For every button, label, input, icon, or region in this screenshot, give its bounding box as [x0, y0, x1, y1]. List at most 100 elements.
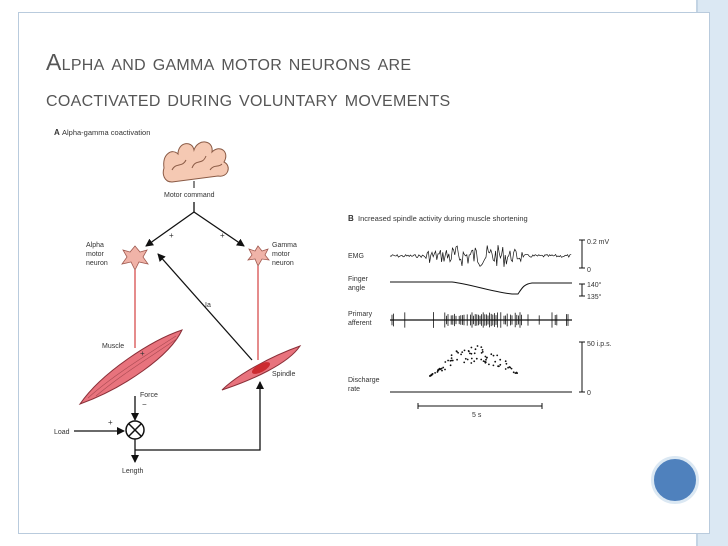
rate-dot: [484, 355, 487, 358]
emg-label: EMG: [348, 253, 364, 260]
rate-dot: [484, 360, 486, 363]
rate-dot: [504, 368, 507, 370]
rate-dot: [461, 351, 464, 353]
finger-label-line: Finger: [348, 276, 369, 283]
plus-sign: +: [108, 418, 113, 427]
rate-scale-bottom: 0: [587, 390, 591, 397]
slide-title: Alpha and gamma motor neurons are coacti…: [46, 44, 646, 116]
finger-label-line: angle: [348, 285, 365, 292]
rate-dot: [492, 354, 495, 357]
rate-dot: [441, 369, 443, 372]
rate-dot: [482, 360, 485, 362]
rate-dot: [447, 359, 449, 362]
minus-sign: −: [142, 400, 147, 409]
plus-sign: +: [169, 231, 174, 240]
primary-afferent-trace: [390, 312, 572, 328]
rate-dot: [470, 357, 473, 360]
rate-dot: [444, 368, 446, 371]
rate-dot: [512, 371, 515, 374]
slide-title-line-2: coactivated during voluntary movements: [46, 85, 451, 111]
rate-dot: [463, 361, 466, 364]
figure-drawing: A Alpha-gamma coactivation Motor command…: [52, 124, 612, 494]
rate-dot: [436, 371, 439, 373]
muscle-label: Muscle: [102, 343, 124, 350]
cortex-icon: [162, 141, 229, 183]
load-label: Load: [54, 429, 70, 436]
panel-a-heading: Alpha-gamma coactivation: [62, 128, 150, 137]
plus-sign: +: [220, 231, 225, 240]
alpha-label-line: Alpha: [86, 242, 104, 249]
rate-dot: [464, 357, 467, 360]
rate-dot: [449, 364, 452, 367]
alpha-label-line: neuron: [86, 260, 108, 267]
rate-dot: [470, 346, 473, 349]
rate-dot: [510, 367, 513, 370]
slide-title-line-1: Alpha and gamma motor neurons are: [46, 49, 412, 75]
rate-scale-top: 50 i.p.s.: [587, 341, 612, 348]
panel-b-heading: Increased spindle activity during muscle…: [358, 214, 528, 223]
rate-dot: [514, 372, 517, 374]
discharge-label-line: rate: [348, 386, 360, 393]
rate-dot: [449, 359, 452, 362]
rate-dot: [516, 372, 518, 374]
rate-dot: [481, 349, 484, 351]
rate-dot: [450, 354, 453, 357]
rate-dot: [476, 345, 479, 347]
rate-dot: [492, 364, 495, 367]
emg-scale-bottom: 0: [587, 267, 591, 274]
rate-dot: [463, 349, 466, 352]
rate-dot: [498, 365, 500, 368]
rate-dot: [499, 358, 502, 361]
rate-dot: [480, 358, 483, 361]
rate-dot: [496, 354, 499, 357]
decorative-circle: [651, 456, 699, 504]
rate-dot: [474, 348, 477, 351]
spindle-core: [251, 362, 271, 374]
rate-dot: [505, 362, 508, 365]
rate-dot: [488, 363, 490, 366]
force-label: Force: [140, 392, 158, 399]
panel-a: A Alpha-gamma coactivation Motor command…: [52, 124, 310, 494]
figure-image: A Alpha-gamma coactivation Motor command…: [52, 124, 618, 494]
plus-sign: +: [140, 349, 145, 358]
rate-dot: [469, 352, 471, 355]
primary-label-line: Primary: [348, 311, 373, 318]
rate-dot: [470, 352, 473, 355]
panel-b-letter: B: [348, 214, 354, 223]
rate-dot: [486, 356, 488, 359]
rate-dot: [466, 358, 469, 361]
length-feedback-arrow: [135, 381, 264, 451]
rate-dot: [480, 346, 483, 348]
rate-dot: [507, 366, 509, 369]
command-to-gamma-arrow: [193, 211, 245, 247]
discharge-label-line: Discharge: [348, 377, 380, 384]
emg-trace: [389, 245, 572, 267]
panel-b: B Increased spindle activity during musc…: [348, 214, 612, 419]
gamma-label-line: neuron: [272, 260, 294, 267]
rate-dot: [473, 352, 476, 355]
rate-dot: [450, 357, 453, 359]
alpha-label-line: motor: [86, 251, 105, 258]
ia-label: Ia: [205, 302, 211, 309]
rate-dot: [437, 368, 440, 371]
command-to-alpha-arrow: [145, 211, 195, 247]
ia-afferent-arrow: [157, 253, 253, 361]
rate-dot: [457, 351, 459, 354]
primary-label-line: afferent: [348, 320, 372, 327]
angle-scale-top: 140°: [587, 281, 602, 289]
rate-dot: [431, 373, 434, 375]
rate-dot: [440, 367, 443, 370]
emg-scale-top: 0.2 mV: [587, 239, 610, 246]
cortex-folds: [171, 155, 223, 171]
rate-dot: [504, 360, 507, 363]
discharge-rate-dots: [429, 345, 518, 377]
gamma-label-line: motor: [272, 251, 291, 258]
rate-dot: [455, 350, 458, 352]
rate-dot: [456, 358, 458, 361]
rate-dot: [475, 357, 478, 360]
rate-dot: [442, 366, 445, 369]
rate-dot: [444, 361, 447, 363]
rate-dot: [460, 353, 462, 356]
gamma-label-line: Gamma: [272, 242, 297, 249]
time-scale-label: 5 s: [472, 412, 482, 419]
